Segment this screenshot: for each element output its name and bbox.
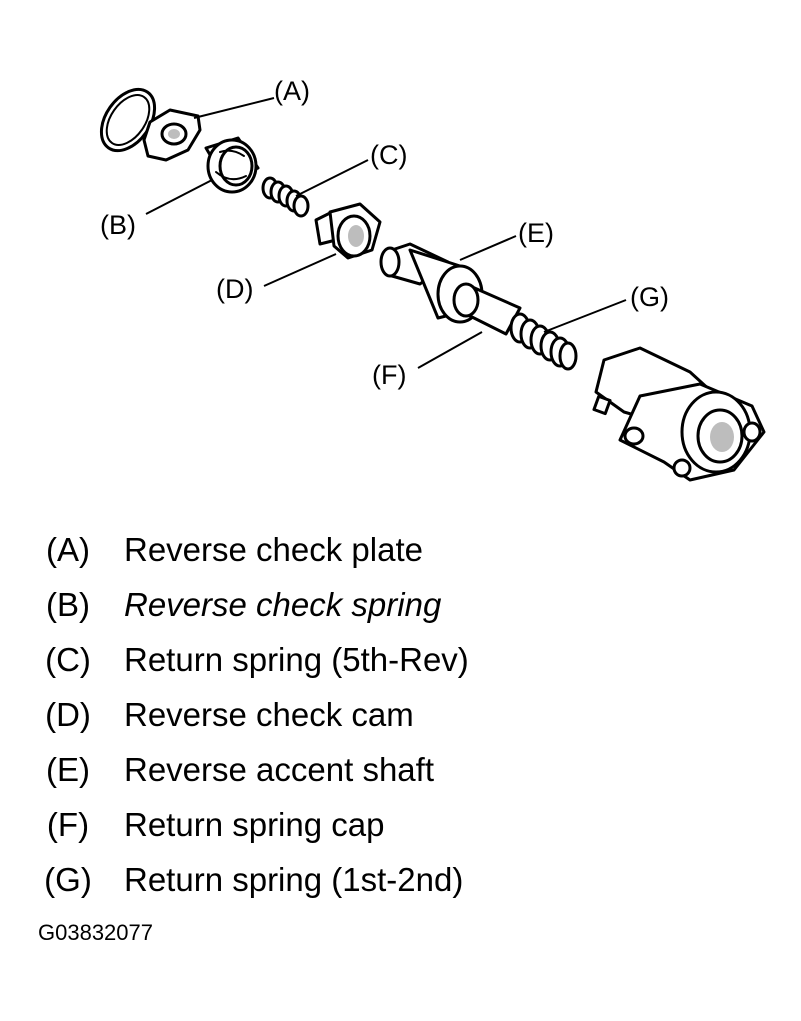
return-spring-1st-2nd — [509, 312, 578, 371]
callout-e: (E) — [518, 218, 554, 248]
reverse-check-plate — [142, 108, 202, 162]
legend-item: (G) Return spring (1st-2nd) — [0, 858, 801, 902]
legend-label: Reverse check cam — [124, 696, 414, 733]
leader-line-e — [459, 235, 517, 261]
legend-key: (G) — [44, 861, 92, 898]
shaft-housing — [592, 346, 766, 482]
figure-id: G03832077 — [38, 920, 153, 945]
legend-label: Reverse check plate — [124, 531, 423, 568]
leader-line-a — [193, 97, 275, 119]
reverse-check-spring — [204, 136, 260, 194]
leader-line-c — [295, 159, 369, 197]
callout-c: (C) — [370, 140, 407, 170]
legend-item: (B) Reverse check spring — [0, 583, 801, 627]
return-spring-5th-rev — [261, 176, 310, 218]
legend-item: (C) Return spring (5th-Rev) — [0, 638, 801, 682]
callout-a: (A) — [274, 76, 310, 106]
legend-item: (A) Reverse check plate — [0, 528, 801, 572]
callout-d: (D) — [216, 274, 253, 304]
leader-line-g — [543, 299, 627, 333]
legend-item: (F) Return spring cap — [0, 803, 801, 847]
leader-line-b — [145, 179, 213, 215]
leader-line-f — [417, 331, 483, 369]
legend-key: (C) — [45, 641, 91, 678]
legend-item: (D) Reverse check cam — [0, 693, 801, 737]
legend-item: (E) Reverse accent shaft — [0, 748, 801, 792]
legend-key: (D) — [45, 696, 91, 733]
legend-key: (A) — [46, 531, 90, 568]
callout-f: (F) — [372, 360, 406, 390]
legend-key: (E) — [46, 751, 90, 788]
legend-label: Return spring (1st-2nd) — [124, 861, 464, 898]
legend-label: Reverse accent shaft — [124, 751, 434, 788]
legend-label: Return spring cap — [124, 806, 385, 843]
reverse-accent-shaft — [379, 242, 522, 336]
callout-b: (B) — [100, 210, 136, 240]
exploded-view-diagram: (A) (B) (C) (D) (E) (F) (G) — [99, 76, 766, 482]
reverse-check-cam — [314, 202, 382, 260]
legend-key: (F) — [46, 806, 90, 843]
legend-label: Return spring (5th-Rev) — [124, 641, 469, 678]
leader-line-d — [263, 253, 337, 287]
legend-label: Reverse check spring — [124, 586, 442, 623]
callout-g: (G) — [630, 282, 669, 312]
legend-key: (B) — [46, 586, 90, 623]
